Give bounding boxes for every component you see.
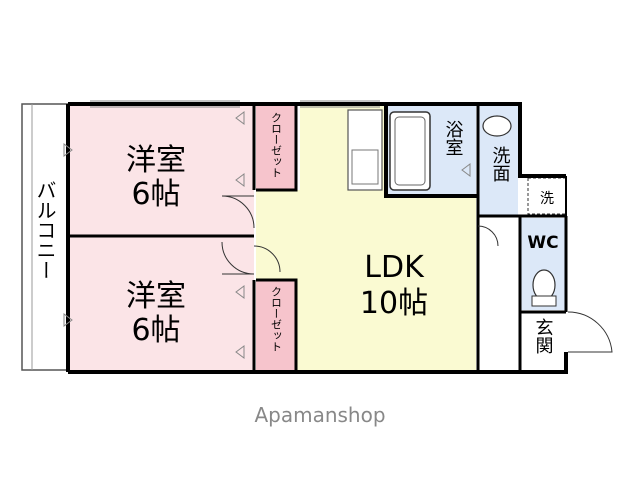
- balcony-area: [21, 103, 69, 371]
- western-room-1: [68, 106, 254, 236]
- ldk-area: [256, 106, 476, 370]
- watermark: Apamanshop: [254, 403, 385, 427]
- washer-label: 洗: [540, 191, 554, 207]
- walls: [66, 102, 568, 374]
- ldk-name: LDK: [364, 250, 425, 285]
- western-room-1-size: 6帖: [131, 177, 180, 212]
- entrance-area: [520, 312, 566, 370]
- bath-label: 浴室: [443, 120, 464, 156]
- washroom-label: 洗面: [490, 146, 511, 182]
- closet-2-area: [256, 280, 296, 370]
- closet-2-label: クローゼット: [270, 286, 283, 352]
- ldk-size: 10帖: [360, 286, 428, 321]
- toilet-label: WC: [527, 233, 558, 253]
- closet-1-area: [256, 106, 296, 190]
- closet-1-label: クローゼット: [270, 112, 283, 178]
- entrance-label: 玄関: [533, 318, 554, 354]
- balcony-label: バルコニー: [33, 180, 57, 280]
- western-room-2-size: 6帖: [131, 313, 180, 348]
- western-room-2: [68, 236, 254, 370]
- western-room-1-name: 洋室: [126, 143, 186, 178]
- western-room-2-name: 洋室: [126, 279, 186, 314]
